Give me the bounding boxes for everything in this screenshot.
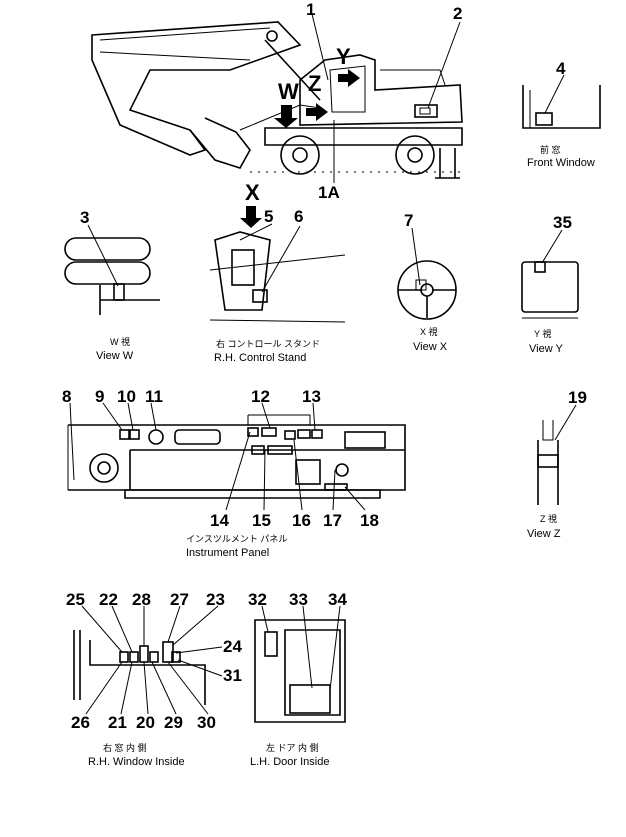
lh-door-caption: L.H. Door Inside: [250, 756, 329, 768]
view-x-arrow: [240, 206, 262, 228]
callout-11: 11: [145, 387, 163, 406]
view-y-illustration: [521, 229, 579, 319]
instrument-panel-illustration: [67, 402, 406, 511]
callout-15: 15: [252, 511, 271, 530]
callout-14: 14: [210, 511, 229, 530]
callout-32: 32: [248, 590, 267, 609]
view-w-caption: View W: [96, 350, 134, 362]
callout-9: 9: [95, 387, 104, 406]
callout-6: 6: [294, 207, 303, 226]
callout-21: 21: [108, 713, 127, 732]
callout-31: 31: [223, 666, 242, 685]
front-window-caption: Front Window: [527, 157, 595, 169]
callout-13: 13: [302, 387, 321, 406]
callout-18: 18: [360, 511, 379, 530]
view-x-caption: View X: [413, 341, 448, 353]
callout-1a: 1A: [318, 183, 340, 202]
callout-10: 10: [117, 387, 136, 406]
callout-22: 22: [99, 590, 118, 609]
rh-window-jp: 右 窓 内 側: [103, 742, 147, 753]
callout-5: 5: [264, 207, 273, 226]
callout-33: 33: [289, 590, 308, 609]
view-letter-z: Z: [308, 71, 321, 96]
callout-23: 23: [206, 590, 225, 609]
view-z-illustration: [537, 404, 577, 505]
callout-4: 4: [556, 59, 566, 78]
view-y-jp: Y 視: [534, 328, 551, 339]
view-z-arrow: [306, 103, 328, 121]
instrument-panel-caption: Instrument Panel: [186, 547, 269, 559]
view-y-arrow: [338, 69, 360, 87]
excavator-illustration: [91, 21, 465, 179]
lh-door-jp: 左 ドア 内 側: [266, 742, 319, 753]
view-w-jp: W 視: [110, 336, 130, 347]
callout-19: 19: [568, 388, 587, 407]
view-w-arrow: [274, 105, 298, 128]
callout-25: 25: [66, 590, 85, 609]
callout-26: 26: [71, 713, 90, 732]
view-y-caption: View Y: [529, 343, 564, 355]
view-x-jp: X 視: [420, 326, 438, 337]
front-window-jp: 前 窓: [540, 144, 561, 155]
callout-2: 2: [453, 4, 462, 23]
rh-control-stand-illustration: [209, 206, 346, 323]
view-x-illustration: [397, 227, 457, 320]
callout-16: 16: [292, 511, 311, 530]
callout-28: 28: [132, 590, 151, 609]
view-letter-y: Y: [336, 44, 351, 69]
callout-30: 30: [197, 713, 216, 732]
view-letter-x: X: [245, 180, 260, 205]
callout-29: 29: [164, 713, 183, 732]
callout-34: 34: [328, 590, 347, 609]
callout-27: 27: [170, 590, 189, 609]
callout-35: 35: [553, 213, 572, 232]
callout-12: 12: [251, 387, 270, 406]
callout-7: 7: [404, 211, 413, 230]
rh-control-jp: 右 コントロール スタンド: [216, 338, 320, 349]
rh-window-caption: R.H. Window Inside: [88, 756, 185, 768]
callout-17: 17: [323, 511, 342, 530]
view-letter-w: W: [278, 79, 299, 104]
callout-3: 3: [80, 208, 89, 227]
callout-24: 24: [223, 637, 242, 656]
view-w-illustration: [64, 224, 160, 315]
callout-20: 20: [136, 713, 155, 732]
view-z-caption: View Z: [527, 528, 561, 540]
callout-8: 8: [62, 387, 71, 406]
rh-control-caption: R.H. Control Stand: [214, 352, 306, 364]
view-z-jp: Z 視: [540, 513, 557, 524]
view-arrows: [274, 69, 360, 128]
front-window-view: [522, 74, 601, 129]
instrument-panel-jp: インスツルメント パネル: [186, 534, 287, 544]
rh-window-inside-illustration: [73, 605, 223, 715]
lh-door-inside-illustration: [254, 605, 346, 723]
callout-1: 1: [306, 0, 315, 19]
